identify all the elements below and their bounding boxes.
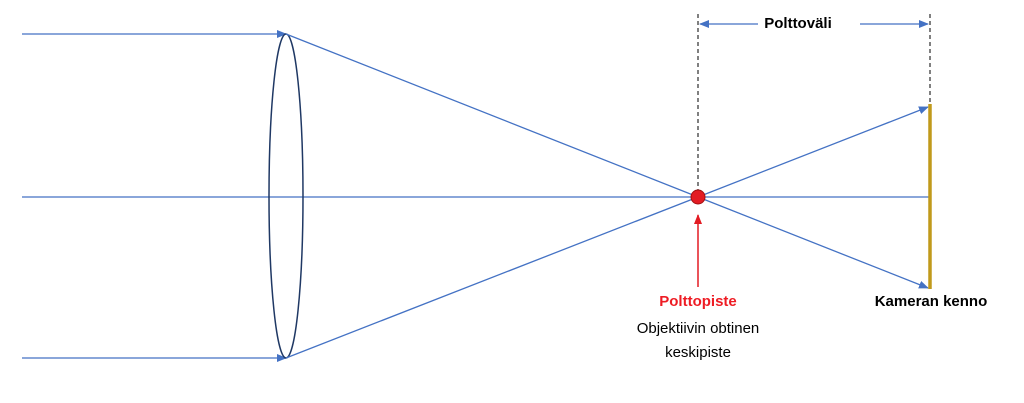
- lens-icon: [268, 33, 304, 359]
- lens-center-caption-line2: keskipiste: [665, 344, 731, 361]
- diverging-ray-bottom: [697, 196, 929, 289]
- converging-ray-bottom: [285, 196, 699, 359]
- focal-length-label: Polttoväli: [764, 15, 832, 32]
- camera-sensor-label: Kameran kenno: [874, 293, 988, 310]
- converging-ray-top: [285, 33, 699, 198]
- diverging-ray-top: [697, 106, 929, 198]
- lens-center-caption-line1: Objektiivin obtinen: [636, 320, 760, 337]
- lens-center-caption: Objektiivin obtinen keskipiste: [598, 317, 798, 365]
- focal-point-label: Polttopiste: [659, 293, 737, 310]
- focal-point-marker-icon: [690, 189, 706, 205]
